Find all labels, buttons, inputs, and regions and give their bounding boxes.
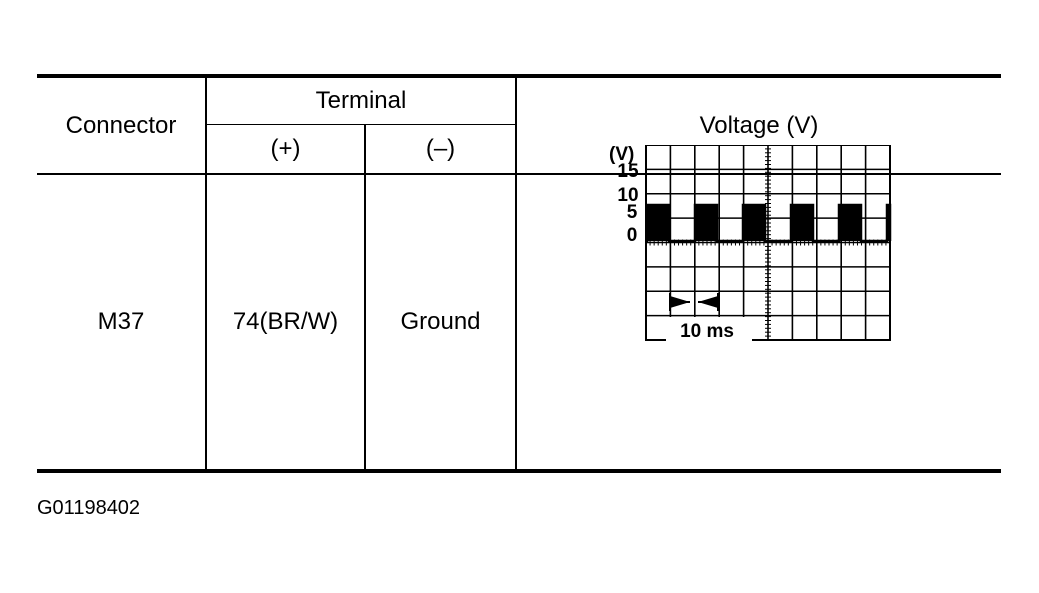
- header-terminal-plus: (+): [270, 135, 301, 162]
- header-connector: Connector: [65, 111, 177, 139]
- y-unit-label: (V): [609, 145, 634, 165]
- table-top-rule: [37, 74, 1001, 78]
- header-terminal: Terminal: [315, 87, 407, 114]
- column-divider: [364, 125, 366, 470]
- cell-terminal-minus: Ground: [400, 308, 481, 335]
- arrow-right-icon: [670, 296, 690, 308]
- connector-voltage-table: Connector Terminal (+) (–) Voltage (V) M…: [37, 74, 1001, 474]
- column-divider: [205, 77, 207, 470]
- y-tick-label: 0: [627, 225, 638, 246]
- header-terminal-minus: (–): [425, 135, 456, 162]
- pulse-burst: [647, 205, 669, 241]
- pulse-burst: [887, 205, 890, 241]
- y-tick-label: 10: [617, 185, 638, 206]
- waveform-trace: [645, 203, 892, 243]
- terminal-subheader-rule: [205, 124, 516, 125]
- header-voltage: Voltage (V): [699, 111, 819, 139]
- header-bottom-rule: [37, 173, 1001, 175]
- pulse-burst: [743, 205, 765, 241]
- time-marker: [669, 293, 719, 311]
- y-tick-label: 15: [617, 161, 639, 182]
- table-bottom-rule: [37, 469, 1001, 473]
- time-scale-label: 10 ms: [680, 321, 734, 342]
- cell-terminal-plus: 74(BR/W): [232, 308, 339, 335]
- oscilloscope-waveform: (V) 15 10 5 0 10 ms: [609, 145, 892, 343]
- column-divider: [515, 77, 517, 470]
- y-tick-label: 5: [627, 202, 638, 223]
- pulse-waveform: [645, 203, 892, 243]
- arrow-left-icon: [698, 296, 718, 308]
- cell-connector: M37: [97, 308, 145, 335]
- figure-id: G01198402: [37, 497, 141, 519]
- pulse-burst: [791, 205, 813, 241]
- pulse-burst: [695, 205, 717, 241]
- pulse-burst: [839, 205, 861, 241]
